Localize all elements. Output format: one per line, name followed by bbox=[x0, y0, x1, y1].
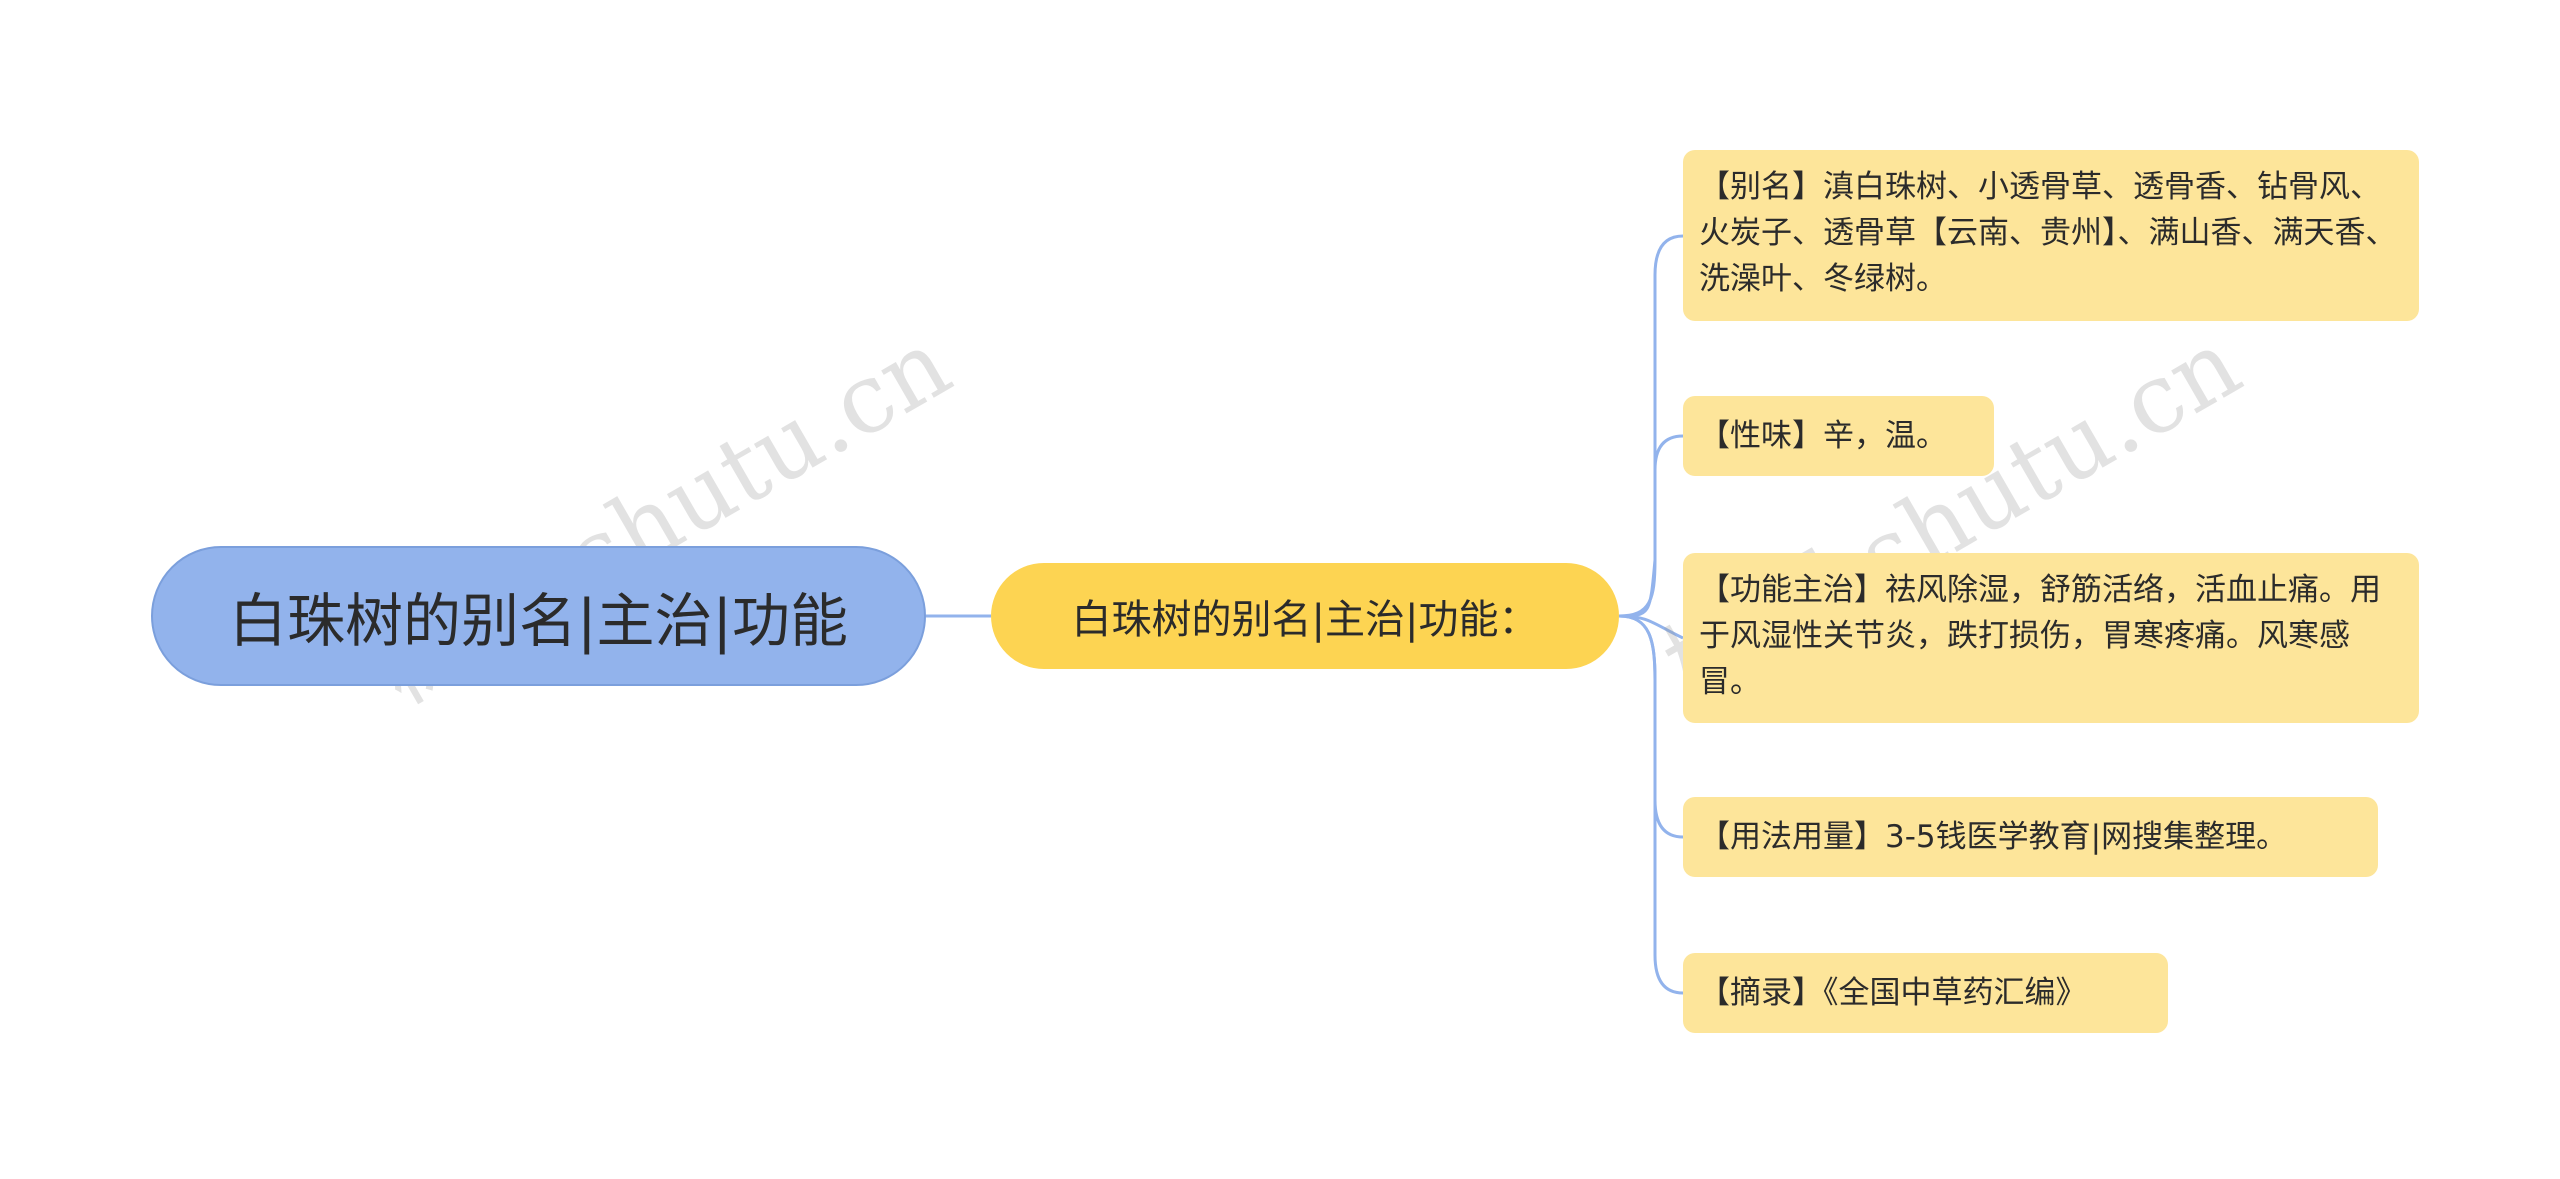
branch-topic-label: 白珠树的别名|主治|功能： bbox=[1071, 597, 1539, 643]
root-topic-label: 白珠树的别名|主治|功能 bbox=[228, 587, 849, 655]
leaf-text: 【功能主治】祛风除湿，舒筋活络，活血止痛。用于风湿性关节炎，跌打损伤，胃寒疼痛。… bbox=[1699, 572, 2381, 700]
branch-to-leaf-connector-4 bbox=[1618, 614, 1684, 995]
leaf-text: 【用法用量】3-5钱医学教育|网搜集整理。 bbox=[1699, 819, 2288, 855]
leaf-node-nature-taste[interactable]: 【性味】辛，温。 bbox=[1683, 396, 1994, 476]
leaf-node-aliases[interactable]: 【别名】滇白珠树、小透骨草、透骨香、钻骨风、火炭子、透骨草【云南、贵州】、满山香… bbox=[1683, 150, 2419, 321]
leaf-node-dosage[interactable]: 【用法用量】3-5钱医学教育|网搜集整理。 bbox=[1683, 797, 2378, 877]
leaf-text: 【性味】辛，温。 bbox=[1699, 418, 1947, 454]
leaf-node-functions[interactable]: 【功能主治】祛风除湿，舒筋活络，活血止痛。用于风湿性关节炎，跌打损伤，胃寒疼痛。… bbox=[1683, 553, 2419, 723]
branch-topic-node[interactable]: 白珠树的别名|主治|功能： bbox=[991, 563, 1619, 669]
leaf-node-source[interactable]: 【摘录】《全国中草药汇编》 bbox=[1683, 953, 2168, 1033]
leaf-text: 【别名】滇白珠树、小透骨草、透骨香、钻骨风、火炭子、透骨草【云南、贵州】、满山香… bbox=[1699, 169, 2397, 297]
root-topic-node[interactable]: 白珠树的别名|主治|功能 bbox=[151, 546, 926, 686]
branch-to-leaf-connector-0 bbox=[1618, 234, 1684, 618]
leaf-text: 【摘录】《全国中草药汇编》 bbox=[1699, 975, 2087, 1011]
branch-to-leaf-connector-1 bbox=[1618, 434, 1684, 618]
